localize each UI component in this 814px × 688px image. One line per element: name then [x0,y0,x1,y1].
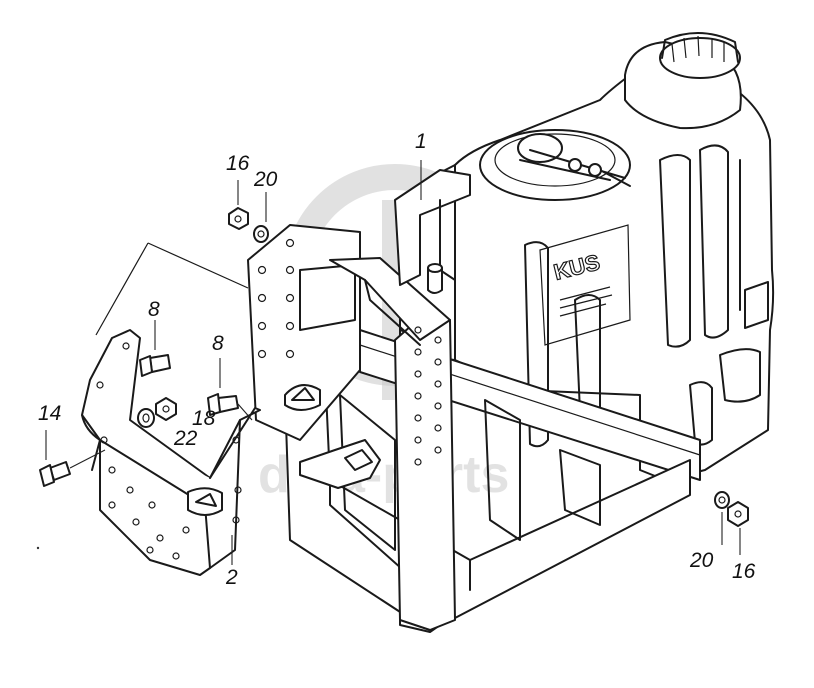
small-bracket-holes [96,342,242,560]
washer-20-lower [714,491,730,509]
callout-18: 18 [192,407,216,430]
callout-8-upper: 8 [148,298,160,321]
callout-14: 14 [38,402,61,425]
callout-22: 22 [173,427,198,450]
callout-8-lower: 8 [212,332,224,355]
bolt-8-lower [207,393,253,421]
callout-labels: 1 16 20 8 8 18 22 14 2 20 16 [38,130,756,589]
callout-20-lower: 20 [689,549,714,572]
rear-plate-holes [257,238,295,359]
callout-16-upper: 16 [226,152,250,175]
callout-1: 1 [415,130,427,153]
nut-16-lower [727,501,749,527]
small-bracket [81,329,261,576]
nut-16-upper [228,207,249,230]
bolt-8-upper [139,354,171,377]
mounting-frame [95,169,691,633]
bolt-14 [39,449,106,487]
callout-16-lower: 16 [732,560,756,583]
washer-20-upper [253,225,269,243]
nut-18 [155,397,177,421]
callout-20-upper: 20 [253,168,278,191]
callout-2: 2 [225,566,238,589]
washer-22 [137,408,155,428]
front-plate-holes [414,326,442,466]
fasteners [39,207,749,527]
tank: KUS [399,31,775,481]
callout-leaders [45,160,741,565]
speck [36,546,40,550]
